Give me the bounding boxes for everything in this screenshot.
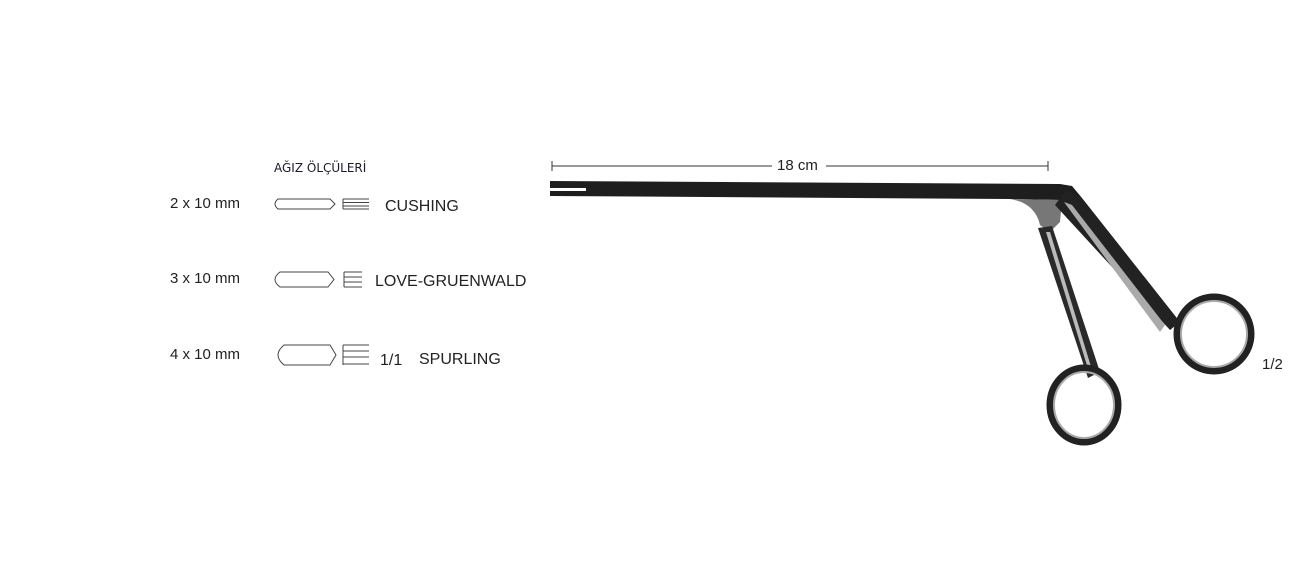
jaw-size-spurling: 4 x 10 mm [170, 346, 241, 363]
jaw-tip-4mm [277, 344, 369, 366]
scale-1-1: 1/1 [380, 352, 403, 369]
model-name-cushing: CUSHING [385, 198, 459, 215]
rongeur-forceps-icon [550, 181, 1255, 446]
instrument-scale: 1/2 [1262, 356, 1283, 373]
model-name-spurling: SPURLING [419, 351, 501, 368]
jaw-sizes-title: AĞIZ ÖLÇÜLERİ [274, 161, 367, 175]
jaw-size-love-gruenwald: 3 x 10 mm [170, 270, 241, 287]
jaw-size-cushing: 2 x 10 mm [170, 195, 241, 212]
model-name-love-gruenwald: LOVE-GRUENWALD [375, 273, 527, 290]
jaw-tip-3mm [274, 271, 362, 288]
length-dimension-line [551, 161, 1049, 171]
length-label: 18 cm [775, 157, 820, 174]
jaw-tip-2mm [274, 198, 369, 210]
